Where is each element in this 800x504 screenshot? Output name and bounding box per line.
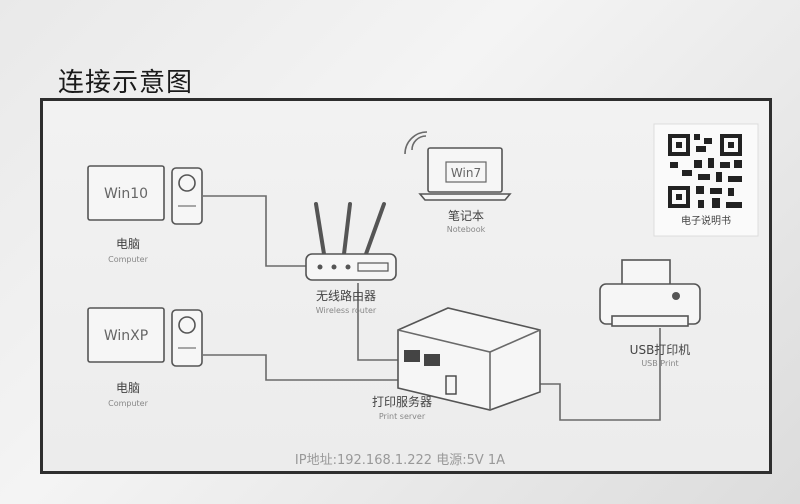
qr-code-icon bbox=[668, 134, 742, 208]
page-title: 连接示意图 bbox=[58, 68, 194, 98]
monitor-icon bbox=[87, 307, 165, 363]
usb-port-icon bbox=[445, 375, 457, 395]
cable-printserver-printer bbox=[538, 328, 661, 421]
ethernet-port-icon bbox=[404, 350, 420, 362]
print-server: 打印服务器 Print server bbox=[372, 307, 541, 421]
print-server-body-icon bbox=[397, 307, 541, 411]
router-label-en: Wireless router bbox=[316, 306, 377, 315]
pc1-label-en: Computer bbox=[108, 255, 148, 264]
pc2-label-en: Computer bbox=[108, 399, 148, 408]
cable-router-printserver bbox=[357, 283, 404, 361]
notebook-label-zh: 笔记本 bbox=[448, 208, 484, 223]
qr-code-block: 电子说明书 bbox=[653, 123, 759, 237]
qr-label: 电子说明书 bbox=[681, 214, 731, 227]
wireless-router: 无线路由器 Wireless router bbox=[305, 202, 397, 315]
notebook-win7: Win7 笔记本 Notebook bbox=[404, 131, 512, 234]
power-button-icon bbox=[178, 174, 196, 192]
cable-pc1-router bbox=[203, 195, 306, 267]
antenna-icon bbox=[342, 202, 352, 256]
wifi-signal-icon bbox=[411, 135, 427, 151]
computer-winxp: WinXP 电脑 Computer bbox=[87, 307, 203, 408]
usb-printer: USB打印机 USB Print bbox=[599, 259, 701, 368]
footer-info: IP地址:192.168.1.222 电源:5V 1A bbox=[295, 453, 505, 468]
notebook-screen-label: Win7 bbox=[451, 166, 481, 180]
printer-label-en: USB Print bbox=[641, 359, 678, 368]
pc1-label-zh: 电脑 bbox=[116, 237, 140, 251]
computer-win10: Win10 电脑 Computer bbox=[87, 165, 203, 264]
pc1-screen-label: Win10 bbox=[104, 186, 148, 202]
pc2-screen-label: WinXP bbox=[104, 328, 148, 344]
router-body-icon bbox=[305, 253, 397, 281]
pc2-label-zh: 电脑 bbox=[116, 381, 140, 395]
antenna-icon bbox=[364, 202, 386, 256]
notebook-label-en: Notebook bbox=[447, 225, 486, 234]
ethernet-port-icon bbox=[424, 354, 440, 366]
antenna-icon bbox=[314, 202, 326, 256]
power-button-icon bbox=[178, 316, 196, 334]
printer-paper-icon bbox=[621, 259, 671, 287]
monitor-icon bbox=[87, 165, 165, 221]
printserver-label-en: Print server bbox=[379, 412, 426, 421]
laptop-base-icon bbox=[418, 193, 512, 201]
router-label-zh: 无线路由器 bbox=[316, 288, 376, 303]
printserver-label-zh: 打印服务器 bbox=[372, 394, 432, 409]
printer-label-zh: USB打印机 bbox=[630, 343, 691, 357]
